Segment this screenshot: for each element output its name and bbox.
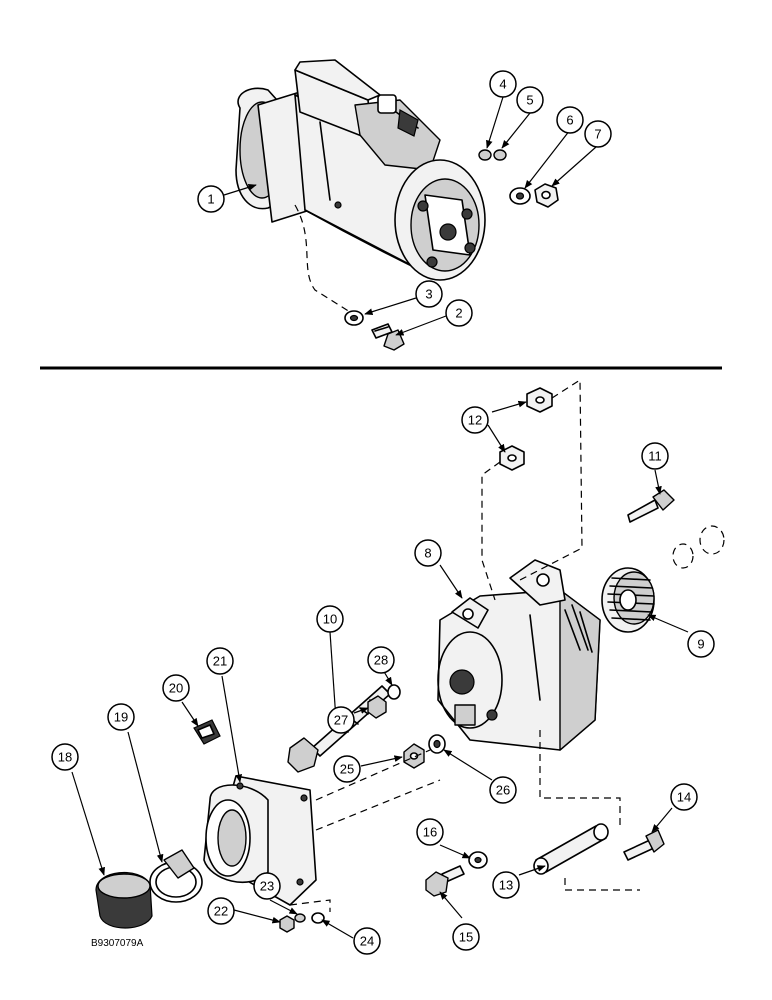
callout-26: 26 — [489, 776, 517, 804]
callout-14: 14 — [670, 783, 698, 811]
grommet-20 — [193, 719, 221, 745]
hose-clamp-19 — [149, 849, 203, 903]
callout-10: 10 — [316, 605, 344, 633]
callout-3: 3 — [415, 280, 443, 308]
svg-text:15: 15 — [459, 930, 473, 945]
sleeve-13 — [533, 730, 640, 891]
callout-27: 27 — [327, 706, 355, 734]
cap-18 — [95, 871, 153, 929]
svg-text:7: 7 — [594, 127, 601, 142]
svg-text:1: 1 — [207, 192, 214, 207]
svg-text:5: 5 — [526, 93, 533, 108]
svg-text:6: 6 — [566, 113, 573, 128]
figure-id: B9307079A — [91, 938, 144, 949]
callout-9: 9 — [687, 630, 715, 658]
svg-text:14: 14 — [677, 790, 691, 805]
callout-4: 4 — [489, 70, 517, 98]
svg-text:2: 2 — [455, 306, 462, 321]
rear-cover-21 — [203, 749, 441, 912]
nut-25-washer-26 — [403, 734, 446, 769]
svg-text:22: 22 — [214, 904, 228, 919]
starter-hardware — [294, 149, 559, 351]
svg-text:9: 9 — [697, 637, 704, 652]
callout-6: 6 — [556, 106, 584, 134]
callout-22: 22 — [207, 897, 235, 925]
svg-text:21: 21 — [213, 654, 227, 669]
starter-motor — [235, 59, 486, 281]
nut-27-washer-28 — [367, 684, 401, 719]
callout-16: 16 — [416, 818, 444, 846]
callout-7: 7 — [584, 120, 612, 148]
nuts-12 — [481, 378, 583, 601]
svg-text:4: 4 — [499, 77, 506, 92]
svg-text:23: 23 — [260, 879, 274, 894]
svg-text:26: 26 — [496, 783, 510, 798]
svg-text:16: 16 — [423, 825, 437, 840]
callout-2: 2 — [445, 299, 473, 327]
svg-text:20: 20 — [169, 681, 183, 696]
svg-text:24: 24 — [360, 934, 374, 949]
callout-13: 13 — [492, 871, 520, 899]
washer-16-bolt-15 — [425, 851, 488, 897]
svg-text:28: 28 — [374, 653, 388, 668]
bolt-11 — [627, 489, 675, 523]
bolt-14 — [623, 829, 665, 861]
svg-text:11: 11 — [648, 449, 662, 464]
callout-21: 21 — [206, 647, 234, 675]
svg-text:8: 8 — [424, 546, 431, 561]
callout-12: 12 — [461, 406, 489, 434]
svg-text:25: 25 — [340, 762, 354, 777]
callout-1: 1 — [197, 185, 225, 213]
callout-25: 25 — [333, 755, 361, 783]
nut-22-washer-23-24 — [279, 912, 325, 933]
callout-5: 5 — [516, 86, 544, 114]
svg-text:27: 27 — [334, 713, 348, 728]
pulley — [601, 525, 725, 633]
svg-text:13: 13 — [499, 878, 513, 893]
callout-23: 23 — [253, 872, 281, 900]
callout-28: 28 — [367, 646, 395, 674]
callout-18: 18 — [51, 743, 79, 771]
svg-text:3: 3 — [425, 287, 432, 302]
svg-text:19: 19 — [114, 710, 128, 725]
leader-lines — [71, 96, 689, 939]
svg-text:12: 12 — [468, 413, 482, 428]
callout-8: 8 — [414, 539, 442, 567]
callout-15: 15 — [452, 923, 480, 951]
callout-24: 24 — [353, 927, 381, 955]
svg-text:10: 10 — [323, 612, 337, 627]
callout-11: 11 — [641, 442, 669, 470]
callout-19: 19 — [107, 703, 135, 731]
callout-20: 20 — [162, 674, 190, 702]
alternator — [437, 559, 601, 751]
svg-text:18: 18 — [58, 750, 72, 765]
